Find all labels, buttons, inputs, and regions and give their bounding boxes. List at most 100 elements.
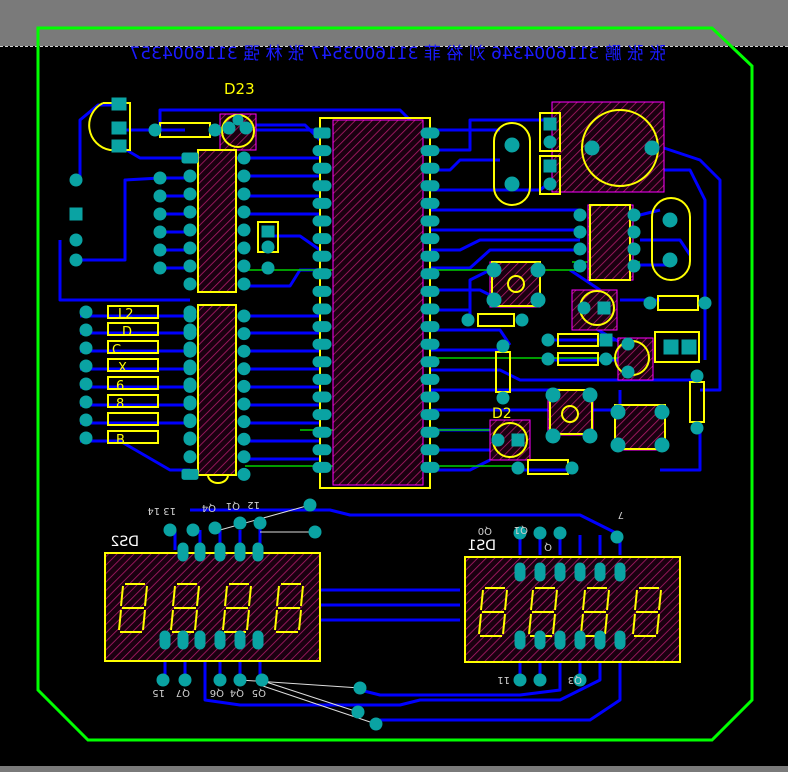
pad[interactable] xyxy=(183,223,197,237)
pad[interactable] xyxy=(237,259,251,273)
pad[interactable] xyxy=(420,250,440,262)
pad[interactable] xyxy=(574,630,586,650)
pad[interactable] xyxy=(237,151,251,165)
pad[interactable] xyxy=(79,395,93,409)
pad[interactable] xyxy=(79,305,93,319)
pad[interactable] xyxy=(194,630,206,650)
pad[interactable] xyxy=(237,362,251,376)
pad[interactable] xyxy=(420,426,440,438)
pad[interactable] xyxy=(420,180,440,192)
pad[interactable] xyxy=(420,391,440,403)
pad[interactable] xyxy=(183,323,197,337)
pad[interactable] xyxy=(420,303,440,315)
pad[interactable] xyxy=(420,197,440,209)
pad[interactable] xyxy=(420,145,440,157)
pad[interactable] xyxy=(312,426,332,438)
pad[interactable] xyxy=(237,415,251,429)
pad[interactable] xyxy=(312,250,332,262)
pad[interactable] xyxy=(79,359,93,373)
pad[interactable] xyxy=(183,377,197,391)
pad[interactable] xyxy=(237,432,251,446)
pad[interactable] xyxy=(153,171,167,185)
pad[interactable] xyxy=(181,152,199,164)
pad[interactable] xyxy=(420,461,440,473)
pads-layer[interactable] xyxy=(69,97,712,731)
pad[interactable] xyxy=(252,542,264,562)
pad[interactable] xyxy=(312,373,332,385)
pad[interactable] xyxy=(312,145,332,157)
pad[interactable] xyxy=(312,321,332,333)
pad[interactable] xyxy=(214,542,226,562)
pad[interactable] xyxy=(237,450,251,464)
pad[interactable] xyxy=(237,223,251,237)
pad[interactable] xyxy=(79,341,93,355)
pad[interactable] xyxy=(234,630,246,650)
pad[interactable] xyxy=(183,450,197,464)
pad[interactable] xyxy=(177,630,189,650)
pad[interactable] xyxy=(237,327,251,341)
pad[interactable] xyxy=(420,268,440,280)
pad[interactable] xyxy=(574,562,586,582)
pad[interactable] xyxy=(194,542,206,562)
pad[interactable] xyxy=(183,259,197,273)
pad[interactable] xyxy=(420,127,440,139)
pad[interactable] xyxy=(237,277,251,291)
pad[interactable] xyxy=(514,562,526,582)
pad[interactable] xyxy=(181,468,199,480)
pad[interactable] xyxy=(237,241,251,255)
pad[interactable] xyxy=(420,409,440,421)
pad[interactable] xyxy=(79,323,93,337)
pad[interactable] xyxy=(237,169,251,183)
pad[interactable] xyxy=(183,169,197,183)
pad[interactable] xyxy=(237,379,251,393)
pad[interactable] xyxy=(177,542,189,562)
pad[interactable] xyxy=(312,215,332,227)
pad[interactable] xyxy=(153,261,167,275)
pad[interactable] xyxy=(420,233,440,245)
pad[interactable] xyxy=(183,205,197,219)
pad[interactable] xyxy=(312,391,332,403)
pad[interactable] xyxy=(614,630,626,650)
pad[interactable] xyxy=(312,197,332,209)
pad[interactable] xyxy=(183,413,197,427)
pad[interactable] xyxy=(183,277,197,291)
pad[interactable] xyxy=(534,562,546,582)
pad[interactable] xyxy=(312,444,332,456)
pad[interactable] xyxy=(237,344,251,358)
pad[interactable] xyxy=(312,162,332,174)
pad[interactable] xyxy=(183,187,197,201)
pad[interactable] xyxy=(237,205,251,219)
pad[interactable] xyxy=(214,630,226,650)
pad[interactable] xyxy=(312,268,332,280)
pad[interactable] xyxy=(183,305,197,319)
pad[interactable] xyxy=(153,225,167,239)
pad[interactable] xyxy=(153,243,167,257)
pad[interactable] xyxy=(312,180,332,192)
pad[interactable] xyxy=(420,285,440,297)
pad[interactable] xyxy=(420,215,440,227)
pad[interactable] xyxy=(514,630,526,650)
pad[interactable] xyxy=(237,309,251,323)
pad[interactable] xyxy=(420,373,440,385)
pad[interactable] xyxy=(79,431,93,445)
pad[interactable] xyxy=(183,395,197,409)
pad[interactable] xyxy=(237,467,251,481)
pad[interactable] xyxy=(594,630,606,650)
pad[interactable] xyxy=(237,397,251,411)
pad[interactable] xyxy=(554,630,566,650)
pad[interactable] xyxy=(312,409,332,421)
pad[interactable] xyxy=(312,338,332,350)
pad[interactable] xyxy=(252,630,264,650)
pad[interactable] xyxy=(312,233,332,245)
pad[interactable] xyxy=(554,562,566,582)
pad[interactable] xyxy=(312,356,332,368)
pad[interactable] xyxy=(79,413,93,427)
pad[interactable] xyxy=(183,341,197,355)
pad[interactable] xyxy=(614,562,626,582)
pad[interactable] xyxy=(534,630,546,650)
pad[interactable] xyxy=(420,321,440,333)
pad[interactable] xyxy=(183,431,197,445)
pad[interactable] xyxy=(420,444,440,456)
pad[interactable] xyxy=(153,189,167,203)
pad[interactable] xyxy=(312,461,332,473)
